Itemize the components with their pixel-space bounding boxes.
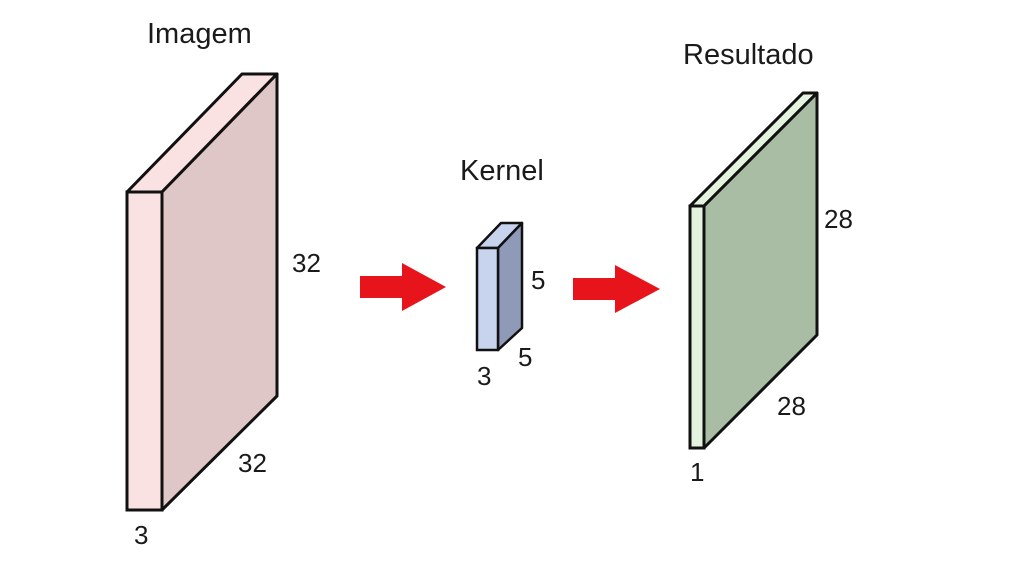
- image-depth-label: 3: [134, 520, 149, 550]
- kernel-block: [475, 221, 524, 352]
- result-block-front: [688, 204, 706, 450]
- result-title: Resultado: [683, 39, 814, 71]
- image-title: Imagem: [147, 18, 252, 50]
- image-block-front: [125, 190, 164, 512]
- image-block: [125, 72, 279, 512]
- kernel-width-label: 5: [518, 342, 533, 372]
- result-height-label: 28: [824, 204, 853, 234]
- image-height-label: 32: [292, 248, 321, 278]
- result-width-label: 28: [777, 391, 806, 421]
- arrow-kernel-to-result: [573, 265, 660, 313]
- result-depth-label: 1: [690, 457, 705, 487]
- kernel-title: Kernel: [460, 155, 544, 187]
- kernel-depth-label: 3: [477, 361, 492, 391]
- result-block: [688, 91, 819, 450]
- arrow-image-to-kernel: [360, 263, 446, 311]
- kernel-block-front: [475, 246, 500, 352]
- kernel-height-label: 5: [531, 265, 546, 295]
- image-width-label: 32: [238, 448, 267, 478]
